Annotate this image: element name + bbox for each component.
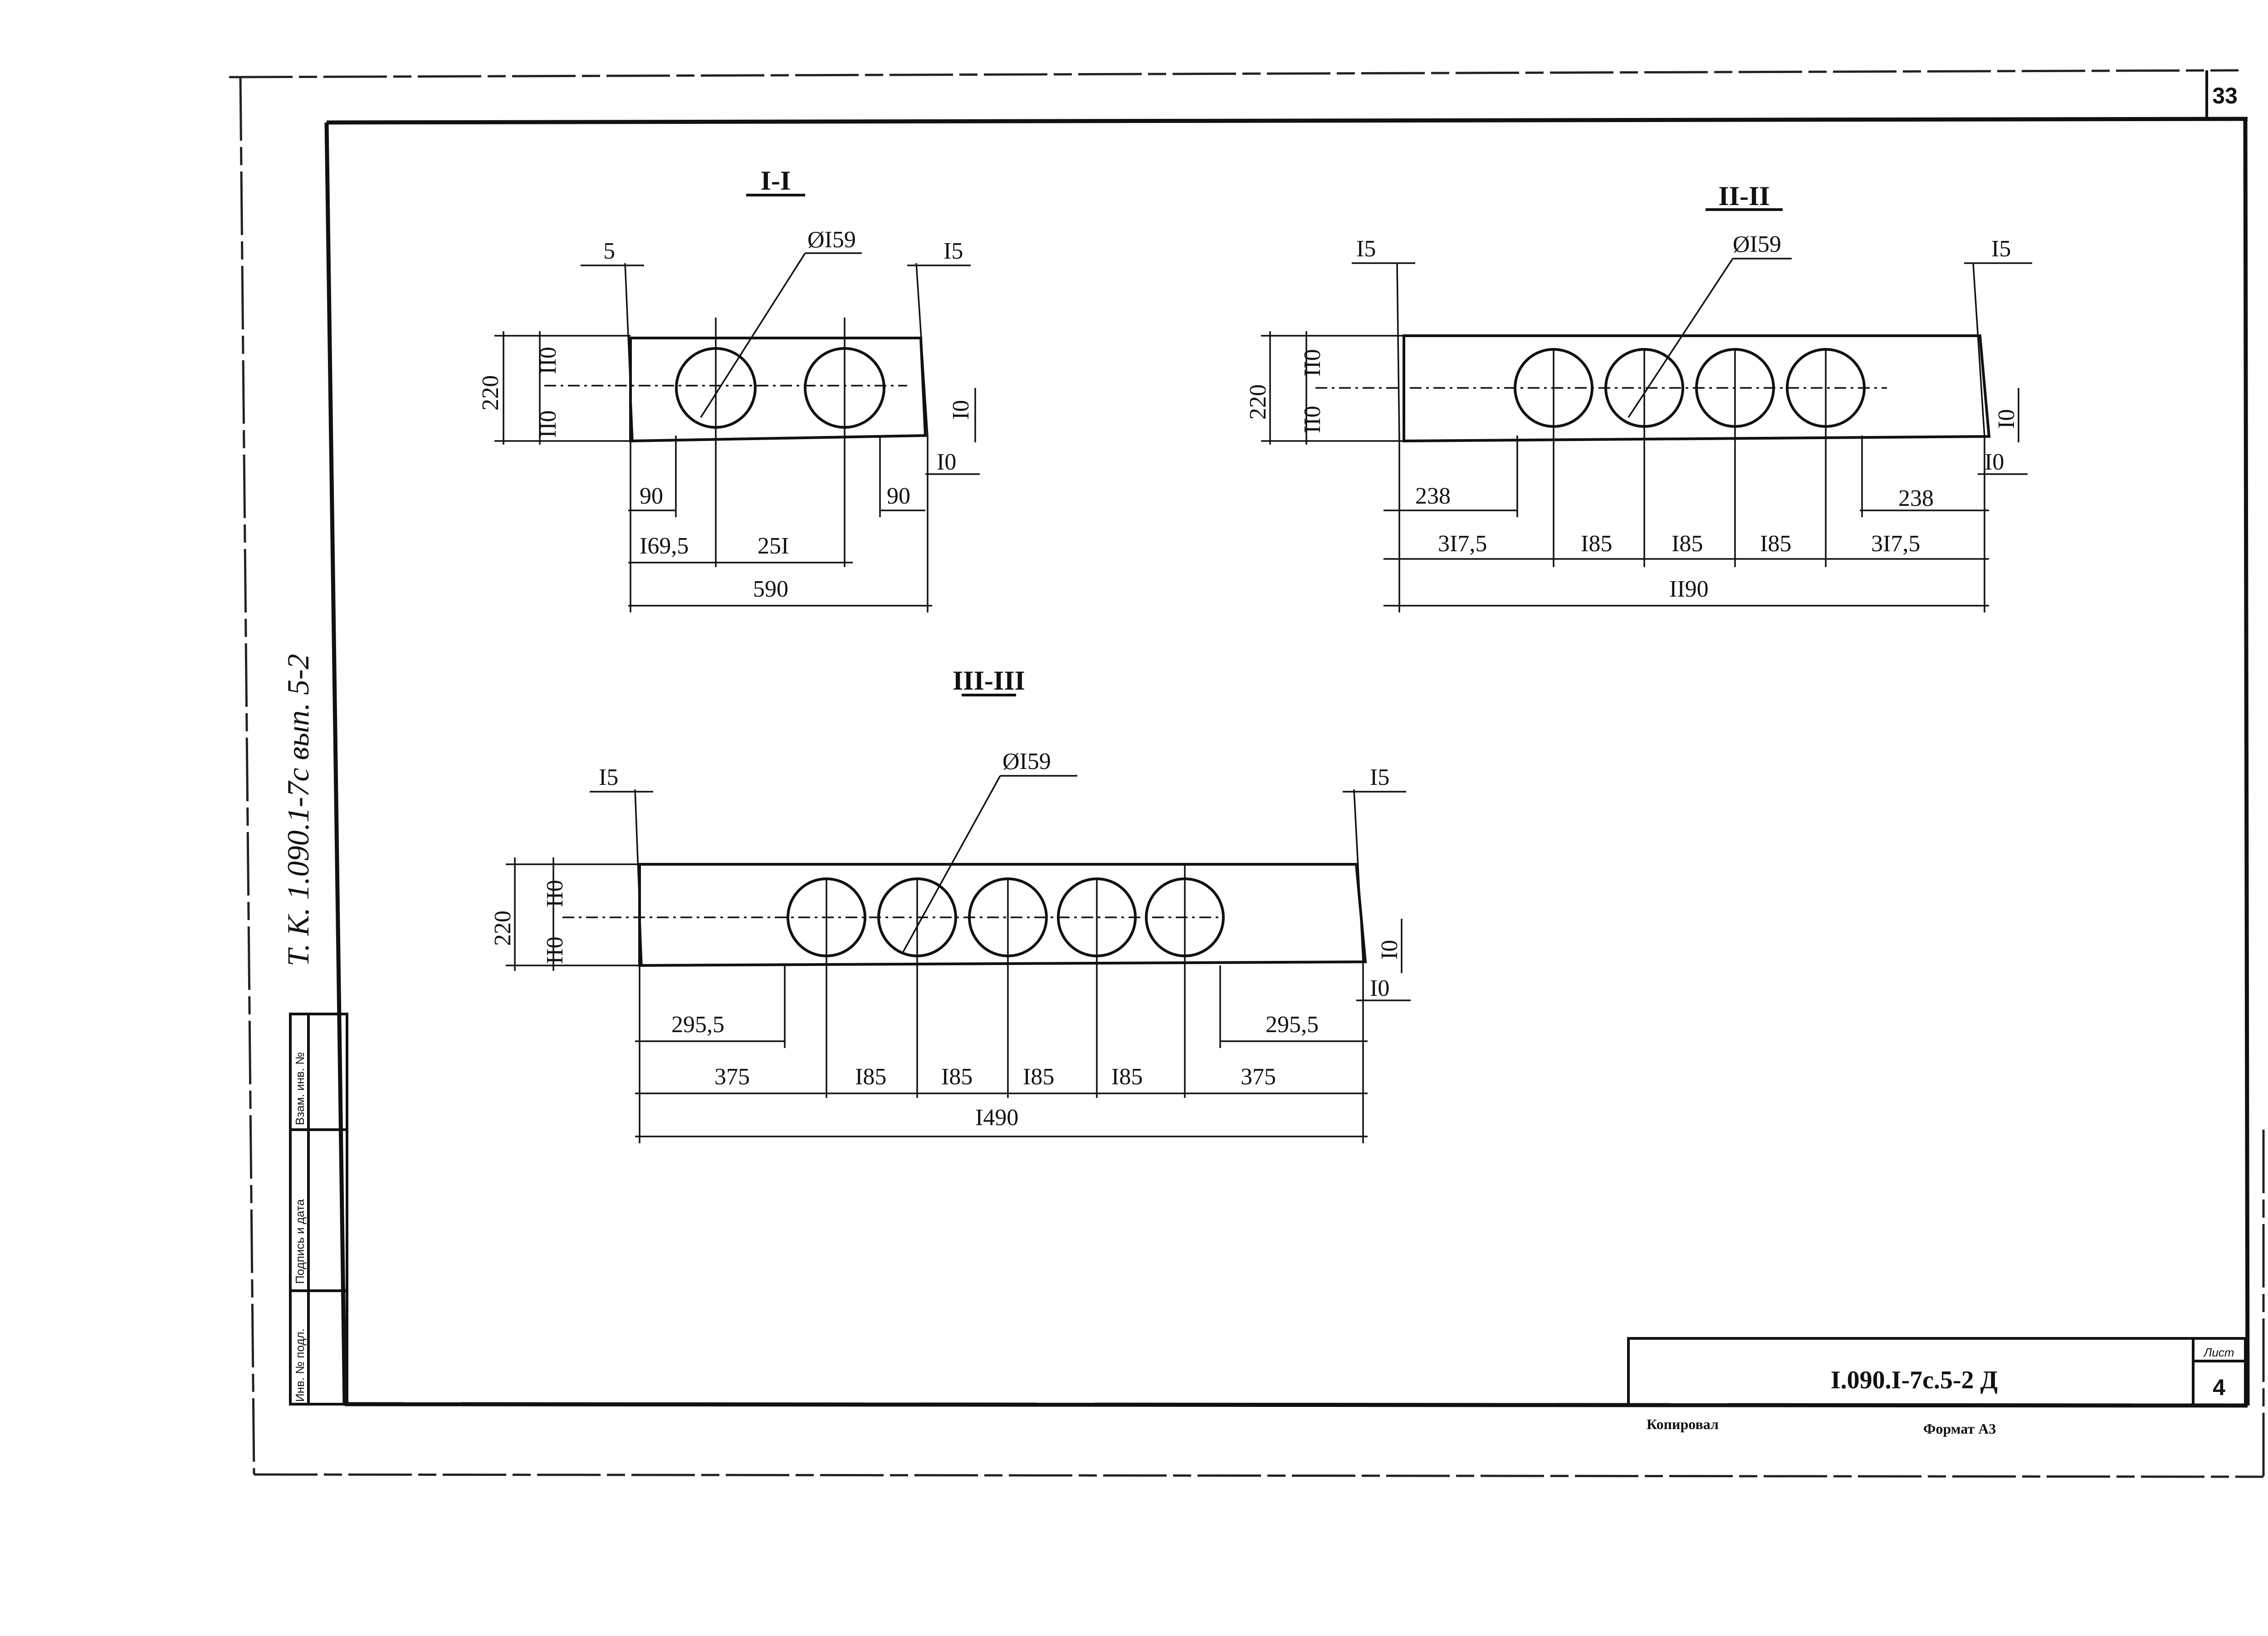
dimension-label: II0 [542, 880, 568, 907]
dimension-label: I0 [1370, 975, 1389, 1001]
dimension-label: I5 [943, 238, 963, 264]
dimension-label: 90 [640, 483, 663, 509]
dimension-label: 220 [490, 911, 516, 946]
dimension-label: I5 [599, 764, 618, 790]
dimension-label: I5 [1991, 236, 2011, 262]
dimension-label: I490 [975, 1105, 1018, 1131]
section-1-hole-dim: ØI59 [807, 227, 856, 253]
dimension-label: 295,5 [671, 1012, 724, 1038]
dimension-label: 3I7,5 [1438, 531, 1487, 557]
dimension-label: II90 [1669, 576, 1709, 602]
page-number: 33 [2212, 83, 2238, 108]
dimension-label: 375 [1241, 1064, 1276, 1090]
left-stamp: Инв. № подл. Подпись и дата Взам. инв. № [289, 1013, 348, 1406]
section-3-hole-dim: ØI59 [1002, 749, 1051, 774]
stamp-signature-date: Подпись и дата [293, 1199, 307, 1284]
dimension-label: 220 [1245, 384, 1271, 420]
dimension-label: II0 [542, 936, 568, 964]
dimension-label: I85 [1111, 1064, 1143, 1090]
dimension-label: II0 [535, 347, 561, 374]
slab-1-outline [629, 337, 927, 443]
section-2-hole-dim: ØI59 [1733, 231, 1781, 257]
dimension-label: 590 [753, 576, 788, 602]
slab-2-outline [1403, 334, 1991, 443]
document-code: I.090.I-7c.5-2 Д [1831, 1366, 1998, 1394]
footer-format: Формат А3 [1923, 1420, 1996, 1437]
dimension-label: I69,5 [640, 533, 689, 559]
sheet-number: 4 [2213, 1375, 2225, 1400]
dimension-label: II0 [535, 410, 561, 438]
dimension-label: 375 [714, 1064, 750, 1090]
stamp-replace-inv: Взам. инв. № [293, 1052, 307, 1125]
stamp-inv-no: Инв. № подл. [293, 1328, 307, 1402]
dimension-label: I85 [1581, 531, 1612, 557]
dimension-label: 90 [887, 483, 910, 509]
dimension-label: 295,5 [1266, 1012, 1319, 1038]
section-1-title: I-I [761, 166, 791, 196]
dimension-label: I85 [1760, 531, 1791, 557]
sheet-label: Лист [2203, 1346, 2234, 1359]
dimension-label: 3I7,5 [1871, 531, 1920, 557]
slab-3-outline [638, 863, 1367, 967]
dimension-label: I85 [1672, 531, 1703, 557]
footer-copied: Копировал [1647, 1416, 1719, 1432]
dimension-label: I0 [1994, 409, 2019, 429]
dimension-label: 238 [1415, 483, 1451, 509]
section-2-title: II-II [1718, 181, 1769, 211]
dimension-label: II0 [1300, 349, 1325, 377]
dimension-label: 25I [758, 533, 789, 559]
dimension-label: II0 [1300, 406, 1325, 433]
dimension-label: 220 [478, 375, 503, 411]
section-3-title: III-III [953, 666, 1025, 696]
dimension-label: I0 [1984, 449, 2004, 475]
dimension-label: I5 [1356, 236, 1376, 262]
section-2: II-II ØI59 I5 I5 220 II0 II0 I0 I0 23 [1245, 181, 2032, 612]
dimension-label: 238 [1898, 485, 1934, 511]
section-1: I-I ØI59 5 I5 220 II0 II0 I0 I0 [478, 166, 980, 612]
page-border [229, 69, 2265, 1478]
dimension-label: 5 [603, 238, 615, 264]
drawing-frame [324, 117, 2250, 1408]
dimension-label: I85 [941, 1064, 973, 1090]
section-3: III-III ØI59 I5 I5 220 II0 II0 I0 I0 [490, 666, 1411, 1143]
dimension-label: I0 [948, 400, 974, 420]
dimension-label: I85 [1023, 1064, 1054, 1090]
dimension-label: I85 [855, 1064, 886, 1090]
side-designation: Т. К. 1.090.1-7с вып. 5-2 [281, 654, 315, 966]
dimension-label: I5 [1370, 764, 1389, 790]
page-number-box: 33 [2205, 70, 2238, 119]
dimension-label: I0 [1377, 940, 1403, 960]
dimension-label: I0 [937, 449, 956, 475]
title-block: I.090.I-7c.5-2 Д Лист 4 [1627, 1337, 2247, 1407]
